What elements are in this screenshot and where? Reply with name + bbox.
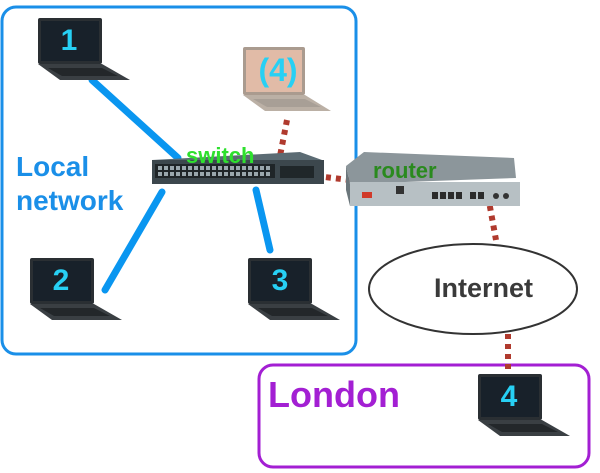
computer-3-number: 3 [271,264,289,297]
router-device [346,152,520,206]
lan-links [88,76,274,294]
local-network-label-line2: network [16,185,124,216]
laptop-london [478,374,570,436]
local-network-label-line1: Local [16,151,90,182]
london-label: London [268,374,400,415]
link-router-internet [485,195,499,241]
computer-2-number: 2 [52,264,70,297]
router-label: router [373,158,437,183]
link-pc2-switch [101,188,166,294]
laptop-2 [30,258,122,320]
computer-4-optional-number: (4) [258,52,298,88]
switch-device [152,152,324,184]
internet-ellipse [368,243,578,335]
local-network-label: Local network [16,150,123,218]
laptop-1 [38,18,130,80]
link-pc4-switch [277,119,290,157]
link-pc1-switch [88,76,182,162]
link-pc3-switch [252,186,274,254]
laptop-3 [248,258,340,320]
wan-links [277,119,511,375]
computer-1-number: 1 [60,24,78,57]
laptop-4-optional [243,47,331,111]
switch-label: switch [186,143,255,168]
london-box [257,363,591,469]
computer-london-number: 4 [500,380,518,413]
internet-label: Internet [434,273,534,303]
